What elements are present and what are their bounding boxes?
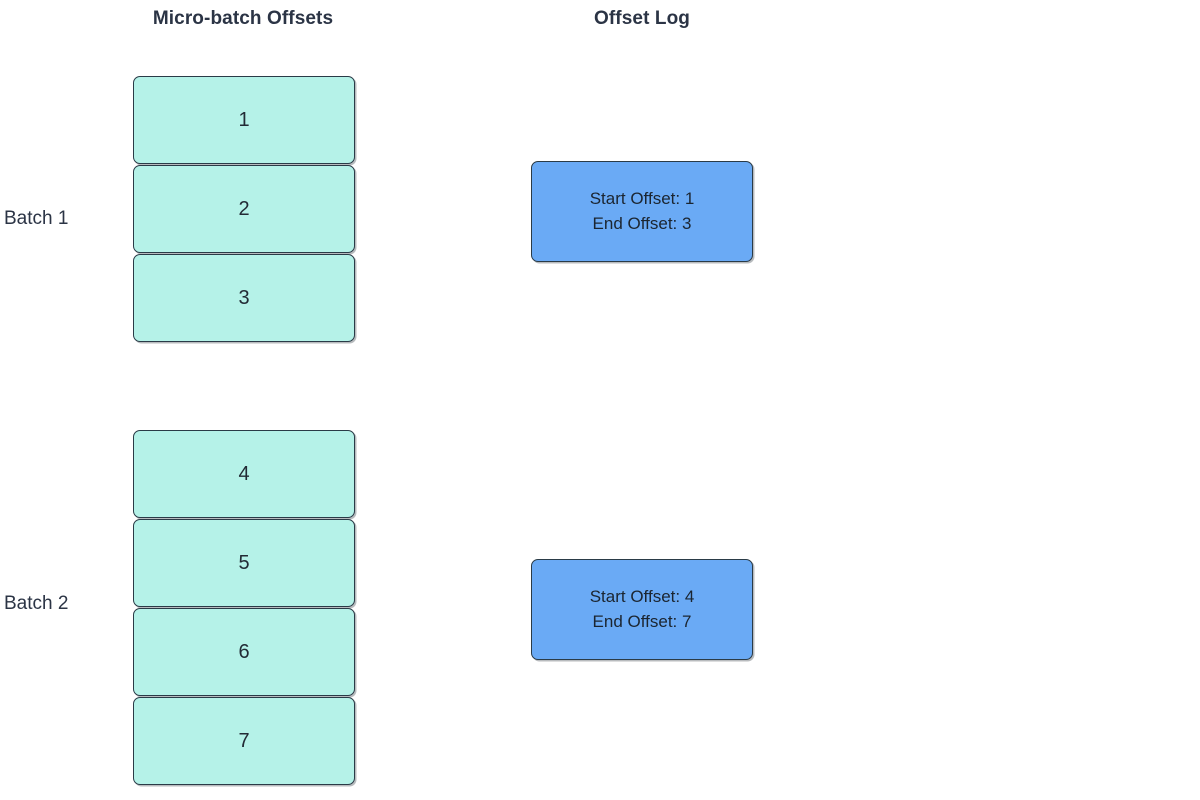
start-offset-line: Start Offset: 4 [589,587,695,607]
end-offset-line: End Offset: 3 [592,213,692,233]
offset-log-box-batch-2[interactable]: Start Offset: 4 End Offset: 7 [531,559,753,660]
offset-cell[interactable]: 3 [133,254,355,342]
offset-log-box-batch-1[interactable]: Start Offset: 1 End Offset: 3 [531,161,753,262]
offset-cell[interactable]: 2 [133,165,355,253]
offset-cell[interactable]: 5 [133,519,355,607]
offset-cell[interactable]: 1 [133,76,355,164]
batch-label-2: Batch 2 [4,593,69,614]
offset-stack-batch-2: 4 5 6 7 [133,430,355,785]
column-title-offset-log: Offset Log [594,8,690,29]
end-offset-line: End Offset: 7 [592,611,692,631]
offset-cell[interactable]: 6 [133,608,355,696]
column-title-micro-batch-offsets: Micro-batch Offsets [152,8,334,29]
start-offset-line: Start Offset: 1 [589,189,695,209]
offset-cell[interactable]: 7 [133,697,355,785]
offset-stack-batch-1: 1 2 3 [133,76,355,342]
batch-label-1: Batch 1 [4,208,69,229]
offset-cell[interactable]: 4 [133,430,355,518]
